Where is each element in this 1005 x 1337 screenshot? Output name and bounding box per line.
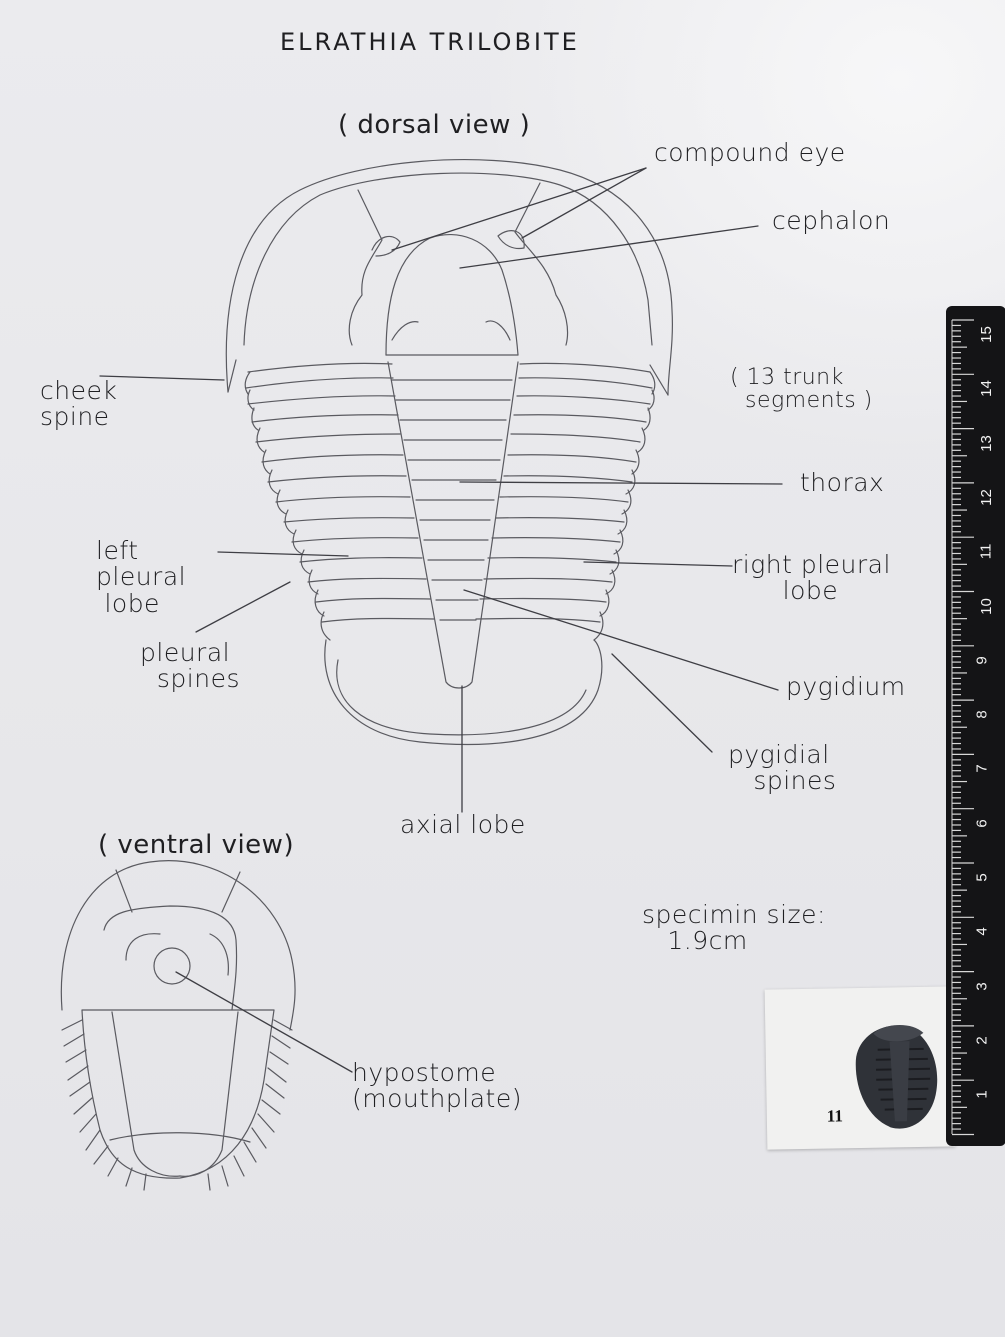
label-pygidial-spines: pygidial spines: [728, 742, 836, 795]
ruler-number: 10: [978, 598, 995, 615]
ruler-number: 11: [977, 544, 994, 560]
ruler-number: 15: [978, 326, 995, 343]
label-right-pleural-lobe: right pleural lobe: [732, 552, 891, 605]
label-trunk-segments: ( 13 trunk segments ): [730, 366, 873, 412]
title: ELRATHIA TRILOBITE: [280, 30, 580, 55]
label-left-pleural-lobe: left pleural lobe: [96, 538, 186, 617]
ruler-number: 6: [974, 819, 991, 827]
ruler-number: 4: [974, 928, 991, 936]
label-compound-eye: compound eye: [654, 140, 846, 166]
label-cephalon: cephalon: [772, 208, 890, 234]
ruler-number: 14: [978, 380, 995, 397]
label-pygidium: pygidium: [786, 674, 906, 700]
label-pleural-spines: pleural spines: [140, 640, 240, 693]
ventral-view-caption: ( ventral view): [98, 832, 294, 859]
specimen-size: specimin size: 1.9cm: [642, 902, 826, 955]
label-cheek-spine: cheek spine: [40, 378, 117, 431]
label-hypostome: hypostome (mouthplate): [352, 1060, 522, 1113]
ruler: [946, 306, 1005, 1146]
label-axial-lobe: axial lobe: [400, 812, 526, 838]
ruler-number: 1: [974, 1091, 991, 1099]
ruler-number: 7: [974, 765, 991, 773]
ventral-view-drawing: [61, 861, 295, 1190]
ruler-number: 12: [978, 489, 995, 506]
ruler-number: 2: [974, 1036, 991, 1044]
ruler-number: 5: [974, 873, 991, 881]
trilobite-fossil-image: [765, 986, 956, 1149]
ruler-number: 9: [974, 656, 991, 664]
specimen-card: 11: [765, 986, 956, 1149]
label-thorax: thorax: [800, 470, 884, 496]
ruler-number: 13: [978, 435, 995, 452]
dorsal-view-caption: ( dorsal view ): [338, 112, 530, 139]
ruler-number: 8: [974, 710, 991, 718]
ruler-number: 3: [974, 982, 991, 990]
